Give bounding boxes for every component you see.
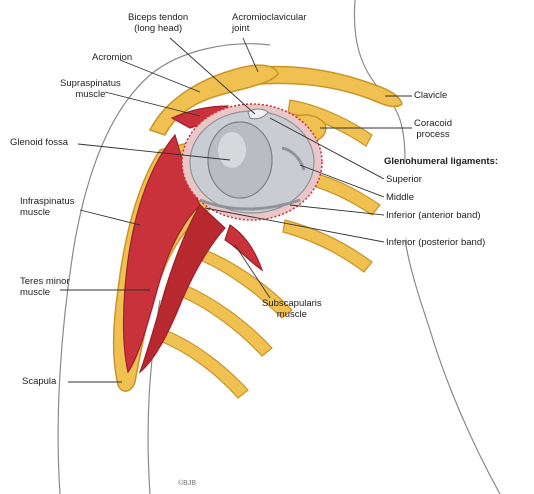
label-glenohumeral-heading: Glenohumeral ligaments: — [384, 156, 498, 167]
leader-acromion — [120, 60, 200, 92]
signature: ©BJB — [178, 478, 196, 489]
glenoid-highlight — [218, 132, 246, 168]
label-infraspinatus-text: Infraspinatus muscle — [20, 196, 74, 218]
rib-3 — [283, 220, 372, 272]
label-supraspinatus-text: Supraspinatus muscle — [60, 78, 121, 100]
label-clavicle: Clavicle — [414, 90, 447, 101]
label-biceps-tendon-text: Biceps tendon (long head) — [128, 12, 188, 34]
label-teres-minor-text: Teres minor muscle — [20, 276, 70, 298]
label-inferior-posterior: Inferior (posterior band) — [386, 237, 485, 248]
label-acromion: Acromion — [92, 52, 132, 63]
label-teres-minor: Teres minor muscle — [20, 276, 70, 298]
label-superior: Superior — [386, 174, 422, 185]
label-subscapularis-text: Subscapularis muscle — [262, 298, 322, 320]
label-subscapularis: Subscapularis muscle — [262, 298, 322, 320]
label-scapula: Scapula — [22, 376, 56, 387]
label-acromioclavicular-joint: Acromioclavicular joint — [232, 12, 306, 34]
label-acromioclavicular-joint-text: Acromioclavicular joint — [232, 12, 306, 34]
torso-outline — [405, 240, 500, 494]
rib-6 — [160, 330, 248, 398]
label-supraspinatus: Supraspinatus muscle — [60, 78, 121, 100]
label-glenoid-fossa: Glenoid fossa — [10, 137, 68, 148]
label-middle: Middle — [386, 192, 414, 203]
label-coracoid-process-text: Coracoid process — [414, 118, 452, 140]
label-coracoid-process: Coracoid process — [414, 118, 452, 140]
label-biceps-tendon: Biceps tendon (long head) — [128, 12, 188, 34]
label-inferior-anterior: Inferior (anterior band) — [386, 210, 481, 221]
label-infraspinatus: Infraspinatus muscle — [20, 196, 74, 218]
